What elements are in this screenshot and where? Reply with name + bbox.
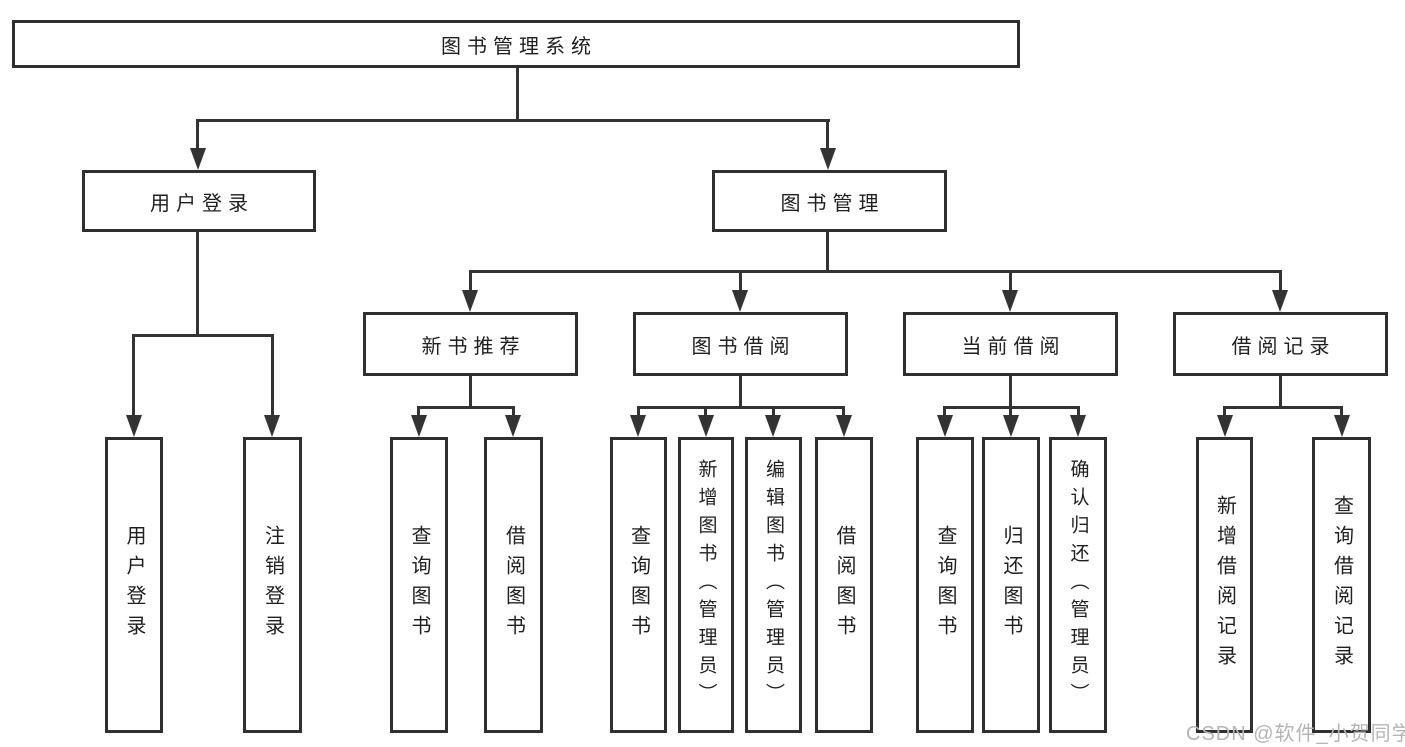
connector-line: [469, 270, 1282, 273]
node-label: 编辑图书（管理员）: [763, 459, 784, 711]
connector-line: [417, 406, 420, 418]
connector-line: [943, 406, 946, 418]
connector-line: [842, 406, 845, 418]
arrow-down-icon: [765, 415, 781, 437]
node-borrow-records: 借阅记录: [1173, 312, 1388, 376]
arrow-down-icon: [1070, 415, 1086, 437]
node-borrow-books-newbook: 借阅图书: [484, 437, 543, 733]
connector-line: [196, 232, 199, 336]
connector-line: [826, 119, 829, 151]
node-label: 查询借阅记录: [1330, 495, 1353, 675]
connector-line: [637, 406, 640, 418]
node-edit-book-admin: 编辑图书（管理员）: [745, 437, 802, 733]
node-label: 查询图书: [934, 525, 956, 645]
node-label: 图书管理系统: [441, 35, 597, 58]
connector-line: [469, 270, 472, 293]
arrow-down-icon: [462, 290, 478, 312]
node-label: 查询图书: [627, 525, 650, 645]
arrow-down-icon: [126, 415, 142, 437]
arrow-down-icon: [264, 415, 280, 437]
connector-line: [1077, 406, 1080, 418]
node-query-books-current: 查询图书: [916, 437, 974, 733]
arrow-down-icon: [505, 415, 521, 437]
node-user-login: 用户登录: [82, 170, 316, 232]
arrow-down-icon: [820, 148, 836, 170]
arrow-down-icon: [732, 290, 748, 312]
node-label: 当前借阅: [961, 335, 1066, 358]
connector-line: [1009, 270, 1012, 293]
node-book-borrowing: 图书借阅: [633, 312, 848, 376]
connector-line: [637, 406, 844, 409]
node-new-book-recommend: 新书推荐: [363, 312, 578, 376]
node-label: 图书借阅: [691, 335, 796, 358]
connector-line: [1009, 376, 1012, 409]
arrow-down-icon: [411, 415, 427, 437]
node-query-books-borrow: 查询图书: [610, 437, 667, 733]
node-label: 新增图书（管理员）: [695, 459, 717, 711]
connector-line: [417, 406, 515, 409]
node-label: 注销登录: [261, 525, 284, 645]
arrow-down-icon: [836, 415, 852, 437]
node-label: 用户登录: [123, 525, 145, 645]
connector-line: [826, 232, 829, 273]
node-label: 图书管理: [780, 192, 885, 215]
connector-line: [1279, 270, 1282, 293]
node-label: 新书推荐: [421, 335, 526, 358]
arrow-down-icon: [698, 415, 714, 437]
arrow-down-icon: [937, 415, 953, 437]
arrow-down-icon: [1002, 290, 1018, 312]
node-query-books-newbook: 查询图书: [390, 437, 448, 733]
arrow-down-icon: [630, 415, 646, 437]
node-label: 借阅图书: [502, 525, 525, 645]
connector-line: [739, 376, 742, 409]
node-label: 归还图书: [1000, 525, 1022, 645]
connector-line: [132, 334, 135, 418]
arrow-down-icon: [1272, 290, 1288, 312]
node-query-borrow-record: 查询借阅记录: [1312, 437, 1371, 733]
node-label: 查询图书: [408, 525, 430, 645]
node-return-book: 归还图书: [982, 437, 1040, 733]
connector-line: [196, 119, 830, 122]
connector-line: [1340, 406, 1343, 418]
connector-line: [1223, 406, 1226, 418]
node-add-book-admin: 新增图书（管理员）: [678, 437, 734, 733]
node-user-login-leaf: 用户登录: [105, 437, 163, 733]
node-label: 新增借阅记录: [1213, 495, 1236, 675]
connector-line: [1009, 406, 1012, 418]
connector-line: [516, 68, 519, 121]
arrow-down-icon: [190, 148, 206, 170]
node-logout-leaf: 注销登录: [243, 437, 302, 733]
node-root-system: 图书管理系统: [12, 20, 1020, 68]
node-label: 用户登录: [150, 192, 254, 215]
node-label: 确认归还（管理员）: [1067, 459, 1089, 711]
arrow-down-icon: [1217, 415, 1233, 437]
node-label: 借阅记录: [1231, 335, 1336, 358]
node-borrow-books-leaf: 借阅图书: [815, 437, 873, 733]
connector-line: [512, 406, 515, 418]
arrow-down-icon: [1334, 415, 1350, 437]
watermark: CSDN @软件_小贺同学: [1186, 723, 1405, 745]
node-book-management: 图书管理: [712, 170, 947, 232]
connector-line: [132, 334, 274, 337]
connector-line: [1223, 406, 1343, 409]
connector-line: [469, 376, 472, 409]
connector-line: [196, 119, 199, 151]
arrow-down-icon: [1003, 415, 1019, 437]
connector-line: [271, 334, 274, 418]
connector-line: [704, 406, 707, 418]
node-add-borrow-record: 新增借阅记录: [1196, 437, 1253, 733]
connector-line: [739, 270, 742, 293]
node-confirm-return-admin: 确认归还（管理员）: [1049, 437, 1107, 733]
node-label: 借阅图书: [833, 525, 855, 645]
connector-line: [772, 406, 775, 418]
node-current-borrowing: 当前借阅: [903, 312, 1118, 376]
connector-line: [1279, 376, 1282, 409]
